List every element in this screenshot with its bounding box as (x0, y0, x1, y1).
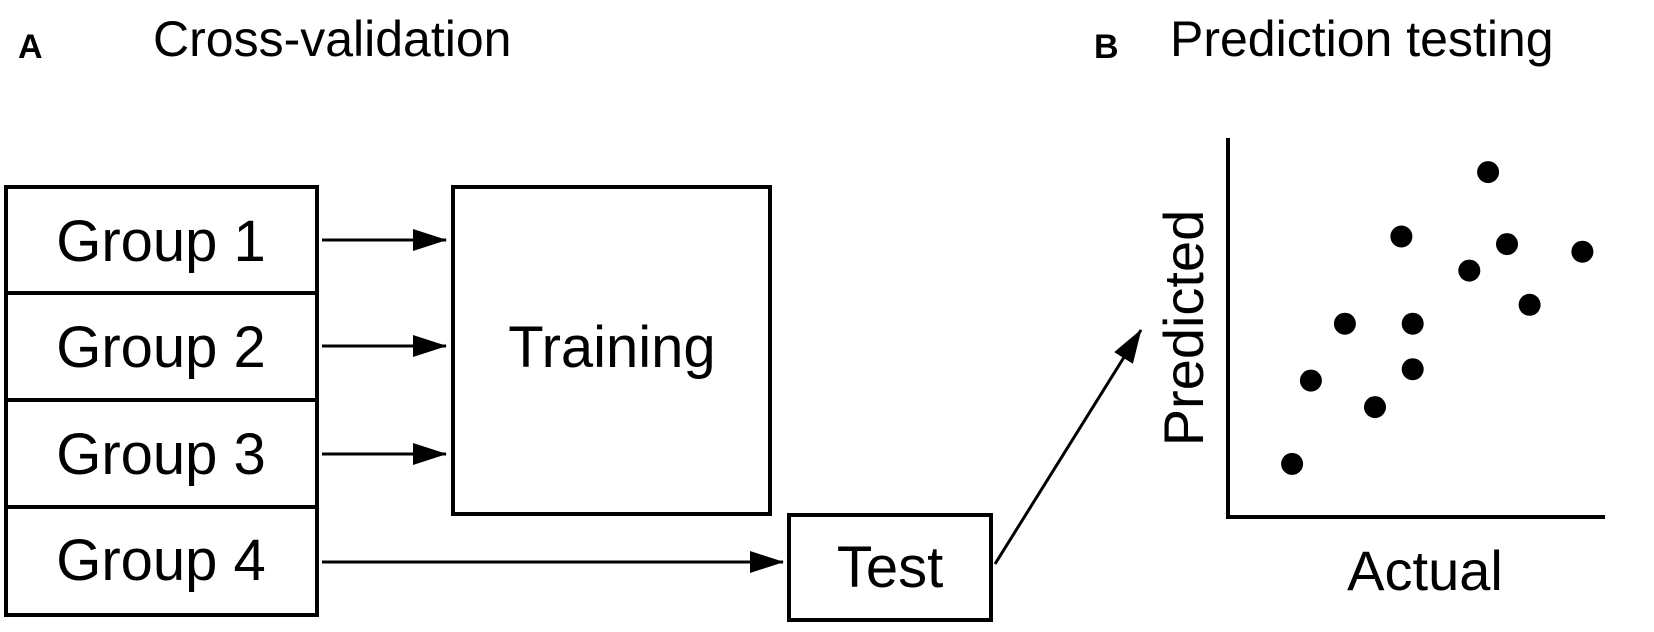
test-box (787, 513, 993, 622)
scatter-point-8 (1458, 259, 1481, 282)
group-2-label: Group 2 (56, 315, 266, 380)
scatter-point-10 (1496, 233, 1518, 256)
scatter-point-4 (1364, 396, 1386, 419)
scatter-point-1 (1281, 452, 1304, 475)
scatter-point-11 (1518, 293, 1541, 316)
group-3-label: Group 3 (56, 422, 266, 487)
group-2-box (4, 291, 319, 402)
training-label: Training (508, 315, 715, 380)
scatter-axes (1226, 138, 1605, 519)
y-axis-label: Predicted (1152, 210, 1215, 447)
panel-b-letter: B (1094, 28, 1119, 66)
group-stack: Group 1 Group 2 Group 3 Group 4 (4, 185, 319, 617)
scatter-point-6 (1401, 312, 1424, 335)
group-1-box (4, 185, 319, 295)
scatter-point-7 (1401, 358, 1424, 381)
group-4-box (4, 505, 319, 617)
scatter-point-5 (1390, 225, 1413, 248)
panel-a-letter: A (18, 28, 43, 66)
scatter-point-9 (1477, 161, 1500, 184)
scatter-point-2 (1299, 369, 1322, 392)
group-4-label: Group 4 (56, 528, 266, 593)
panel-a-title: Cross-validation (153, 11, 511, 67)
test-label: Test (837, 535, 943, 600)
training-box (451, 185, 772, 516)
scatter-points (1281, 161, 1594, 475)
arrow-test-to-prediction (993, 329, 1143, 565)
scatter-point-12 (1571, 240, 1594, 263)
x-axis-label: Actual (1347, 539, 1503, 602)
panel-b-title: Prediction testing (1170, 11, 1554, 67)
scatter-point-3 (1333, 312, 1356, 335)
group-1-label: Group 1 (56, 209, 266, 274)
